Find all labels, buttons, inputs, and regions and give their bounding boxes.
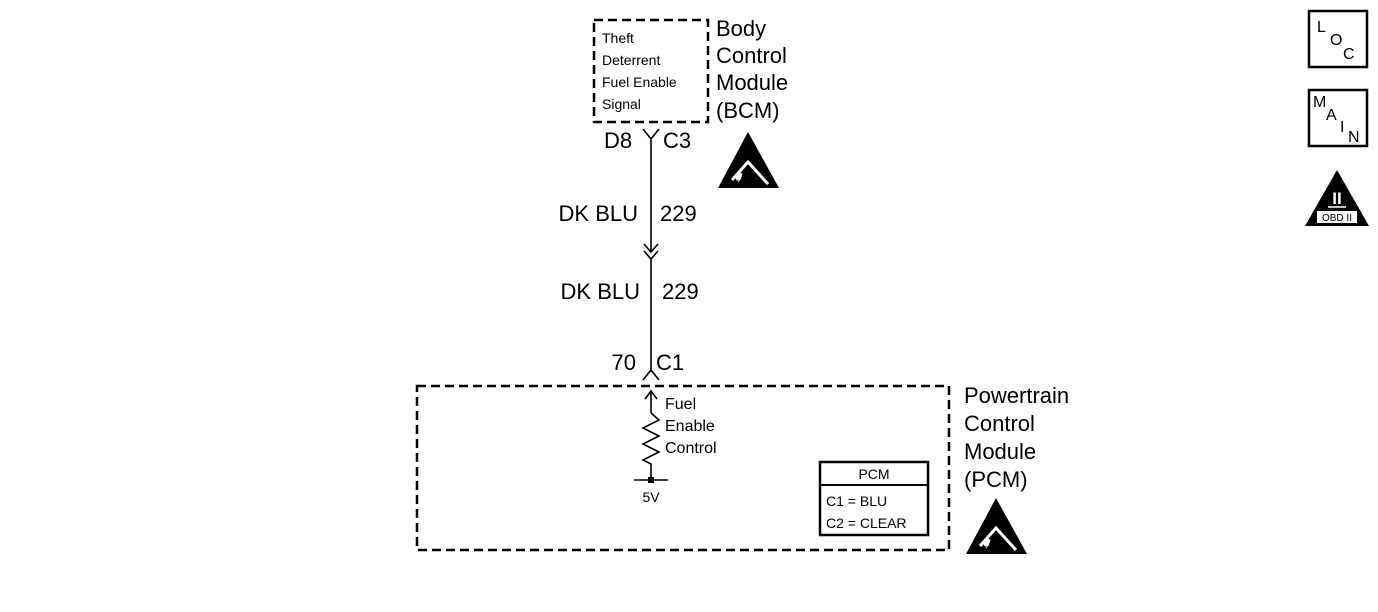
bcm-name-line-1: Body (716, 16, 766, 41)
svg-text:N: N (1348, 129, 1360, 146)
bcm-module: Theft Deterrent Fuel Enable Signal Body … (592, 16, 788, 153)
pull-up-resistor (641, 412, 661, 480)
esd-warning-icon (718, 132, 779, 188)
loc-icon[interactable]: L O C (1307, 9, 1369, 69)
wire-upper-color: DK BLU (559, 201, 638, 226)
svg-text:O: O (1330, 32, 1342, 49)
svg-text:OBD II: OBD II (1322, 213, 1352, 224)
pcm-pin: 70 (612, 350, 636, 375)
bcm-connector: C3 (663, 128, 691, 153)
legend-c2: C2 = CLEAR (826, 515, 907, 531)
svg-text:C: C (1343, 46, 1355, 63)
pcm-control-line-1: Fuel (665, 396, 696, 413)
legend-title: PCM (858, 466, 889, 482)
pcm-name-line-1: Powertrain (964, 383, 1069, 408)
pcm-control-line-2: Enable (665, 418, 715, 435)
pcm-connector-legend: PCM C1 = BLU C2 = CLEAR (818, 460, 930, 537)
wire-229 (642, 128, 660, 381)
svg-text:M: M (1313, 94, 1326, 111)
bcm-name-line-2: Control (716, 43, 787, 68)
svg-text:A: A (1326, 107, 1337, 124)
bcm-signal-line-2: Deterrent (602, 52, 660, 68)
obd-ii-icon[interactable]: II OBD II (1305, 170, 1369, 226)
pcm-name-line-2: Control (964, 411, 1035, 436)
bcm-name-line-4: (BCM) (716, 98, 780, 123)
pcm-control-line-3: Control (665, 440, 717, 457)
svg-text:II: II (1332, 189, 1341, 208)
main-icon[interactable]: M A I N (1307, 88, 1369, 148)
svg-text:I: I (1340, 119, 1344, 136)
pcm-connector: C1 (656, 350, 684, 375)
esd-warning-icon (966, 498, 1027, 554)
pcm-name-line-4: (PCM) (964, 467, 1028, 492)
bcm-signal-line-4: Signal (602, 96, 641, 112)
pcm-name-line-3: Module (964, 439, 1036, 464)
legend-c1: C1 = BLU (826, 493, 887, 509)
pcm-box (415, 384, 951, 552)
bcm-name-line-3: Module (716, 70, 788, 95)
bcm-pin: D8 (604, 128, 632, 153)
svg-text:L: L (1317, 19, 1326, 36)
bcm-signal-line-1: Theft (602, 30, 634, 46)
wire-lower-color: DK BLU (561, 279, 640, 304)
wire-upper-circuit: 229 (660, 201, 697, 226)
pcm-module: 70 C1 Fuel Enable Control 5V PCM C1 = BL… (415, 350, 1069, 552)
pcm-voltage: 5V (642, 489, 660, 505)
bcm-signal-line-3: Fuel Enable (602, 74, 677, 90)
bcm-signal-box (592, 18, 710, 124)
wire-lower-circuit: 229 (662, 279, 699, 304)
